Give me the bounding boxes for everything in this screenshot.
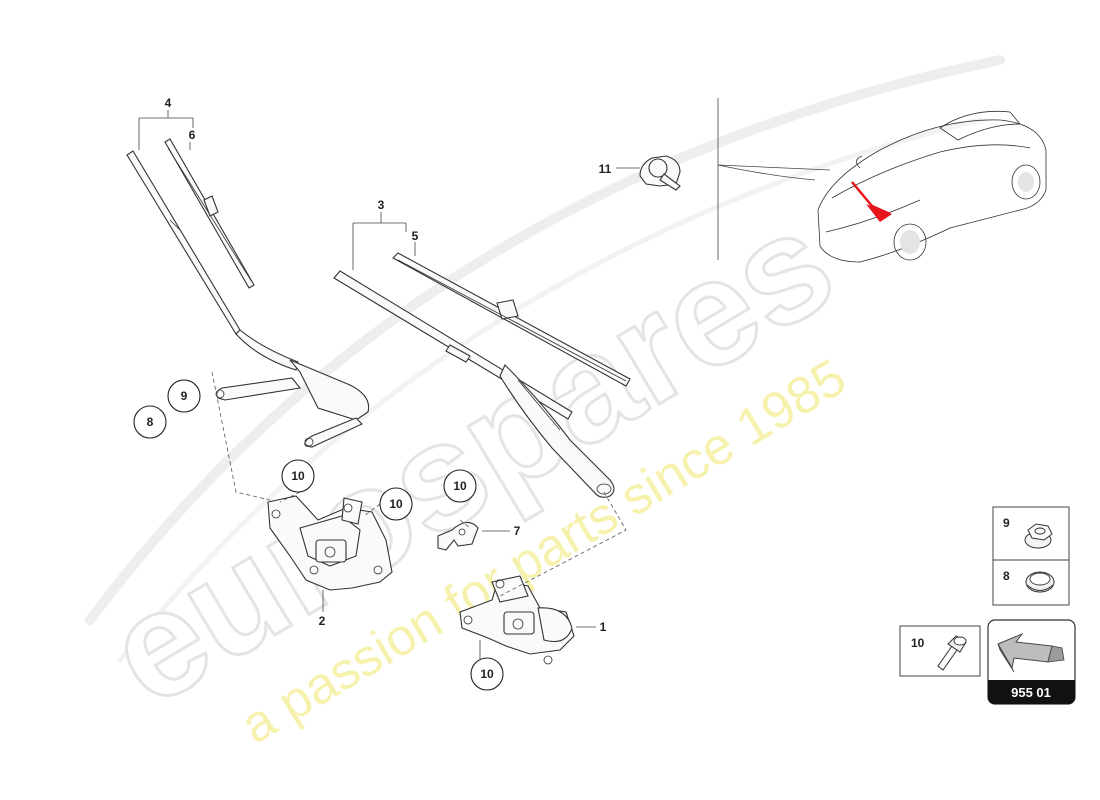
legend-item-10: 10 — [899, 625, 981, 677]
callout-10-circle-c: 10 — [443, 469, 477, 503]
wiper-arm-right — [333, 270, 615, 498]
svg-text:10: 10 — [480, 667, 494, 681]
arrow-icon — [997, 632, 1065, 673]
svg-text:9: 9 — [181, 389, 188, 403]
wiper-arm-left — [126, 150, 370, 448]
wiper-linkage-left — [267, 495, 393, 591]
callout-11: 11 — [599, 162, 612, 176]
car-locator — [817, 111, 1047, 263]
flange-nut-icon — [1024, 523, 1053, 549]
callouts: 4 6 3 5 11 7 1 2 9 8 10 10 10 10 — [133, 96, 612, 691]
group-badge: 955 01 — [987, 619, 1076, 705]
svg-text:8: 8 — [147, 415, 154, 429]
callout-1: 1 — [600, 620, 607, 634]
legend-item-9: 9 — [992, 506, 1070, 561]
wiper-blade-right — [392, 252, 631, 387]
bolt-icon — [937, 635, 967, 671]
callout-2: 2 — [319, 614, 326, 628]
svg-text:10: 10 — [911, 636, 925, 650]
washer-sensor — [639, 155, 681, 191]
leader-lines — [138, 98, 831, 660]
svg-text:10: 10 — [389, 497, 403, 511]
callout-9-circle: 9 — [167, 379, 201, 413]
svg-text:8: 8 — [1003, 569, 1010, 583]
legend-item-8: 8 — [992, 559, 1070, 606]
wiper-clip — [437, 521, 479, 551]
callout-8-circle: 8 — [133, 405, 167, 439]
callout-10-circle-a: 10 — [281, 459, 315, 493]
svg-text:9: 9 — [1003, 516, 1010, 530]
callout-5: 5 — [412, 229, 419, 243]
svg-text:10: 10 — [291, 469, 305, 483]
wiper-motor — [459, 575, 575, 665]
callout-4: 4 — [165, 96, 172, 110]
seal-ring-icon — [1025, 571, 1055, 593]
wiper-blade-left — [164, 138, 255, 289]
svg-text:10: 10 — [453, 479, 467, 493]
callout-7: 7 — [514, 524, 521, 538]
callout-6: 6 — [189, 128, 196, 142]
group-number: 955 01 — [1011, 685, 1051, 700]
callout-3: 3 — [378, 198, 385, 212]
callout-10-circle-d: 10 — [470, 657, 504, 691]
callout-10-circle-b: 10 — [379, 487, 413, 521]
